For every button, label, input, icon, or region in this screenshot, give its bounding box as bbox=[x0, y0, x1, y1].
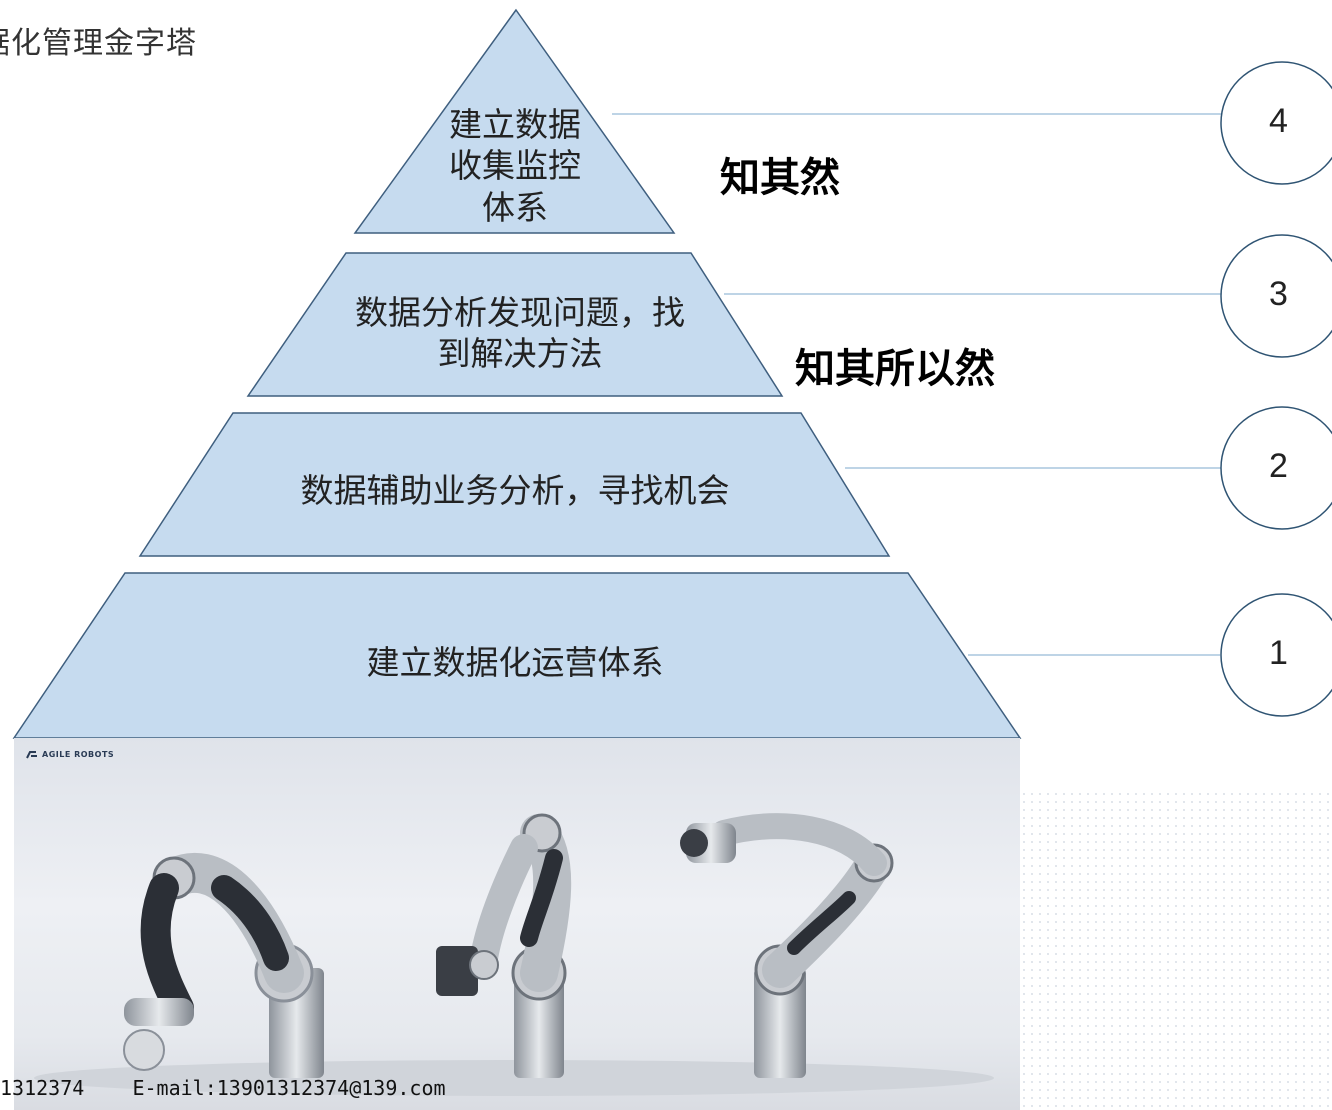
brand-logo: AGILE ROBOTS bbox=[26, 750, 114, 759]
tier-2-line-1: 数据辅助业务分析，寻找机会 bbox=[300, 471, 730, 510]
tier-4-line-2: 收集监控 bbox=[449, 146, 581, 186]
level-number-3: 3 bbox=[1269, 275, 1288, 313]
tier-4-shape bbox=[353, 8, 676, 234]
robot-arms-photo: AGILE ROBOTS bbox=[14, 738, 1020, 1110]
footer-email: E-mail:13901312374@139.com bbox=[132, 1076, 446, 1100]
tier-2-shape bbox=[138, 412, 891, 557]
level-circle-2 bbox=[1220, 406, 1332, 530]
level-circle-1 bbox=[1220, 593, 1332, 717]
robot-arm-2 bbox=[436, 813, 572, 1078]
tier-3-line-2: 到解决方法 bbox=[437, 334, 603, 374]
tier-1-shape bbox=[12, 572, 1022, 739]
robot-arms-illustration bbox=[34, 813, 994, 1096]
label-zhi-qi-ran: 知其然 bbox=[720, 155, 840, 201]
level-circle-3 bbox=[1220, 234, 1332, 358]
tier-2-text: 数据辅助业务分析，寻找机会 bbox=[250, 470, 780, 511]
level-number-1: 1 bbox=[1269, 634, 1288, 672]
tier-4-line-3: 体系 bbox=[482, 187, 548, 227]
brand-name: AGILE ROBOTS bbox=[42, 750, 115, 759]
footer-contact: 1312374 E-mail:13901312374@139.com bbox=[0, 1076, 446, 1100]
level-number-2: 2 bbox=[1269, 447, 1288, 485]
tier-3-text: 数据分析发现问题，找 到解决方法 bbox=[320, 292, 720, 375]
robot-arm-1 bbox=[123, 853, 324, 1078]
dotted-background bbox=[1020, 790, 1332, 1110]
tier-3-line-1: 数据分析发现问题，找 bbox=[355, 293, 685, 332]
tier-3-shape bbox=[246, 252, 784, 397]
footer-phone: 1312374 bbox=[0, 1076, 85, 1100]
tier-1-line-1: 建立数据化运营体系 bbox=[366, 643, 664, 682]
level-number-4: 4 bbox=[1269, 102, 1288, 140]
brand-icon bbox=[26, 751, 37, 759]
tier-1-text: 建立数据化运营体系 bbox=[300, 642, 730, 683]
tier-4-line-1: 建立数据 bbox=[449, 105, 581, 144]
diagram-title: 据化管理金字塔 bbox=[0, 26, 197, 61]
level-circle-4 bbox=[1220, 61, 1332, 185]
robot-arm-3 bbox=[680, 813, 894, 1078]
tier-4-text: 建立数据 收集监控 体系 bbox=[430, 104, 600, 228]
label-zhi-qi-suo-yi-ran: 知其所以然 bbox=[795, 346, 995, 392]
